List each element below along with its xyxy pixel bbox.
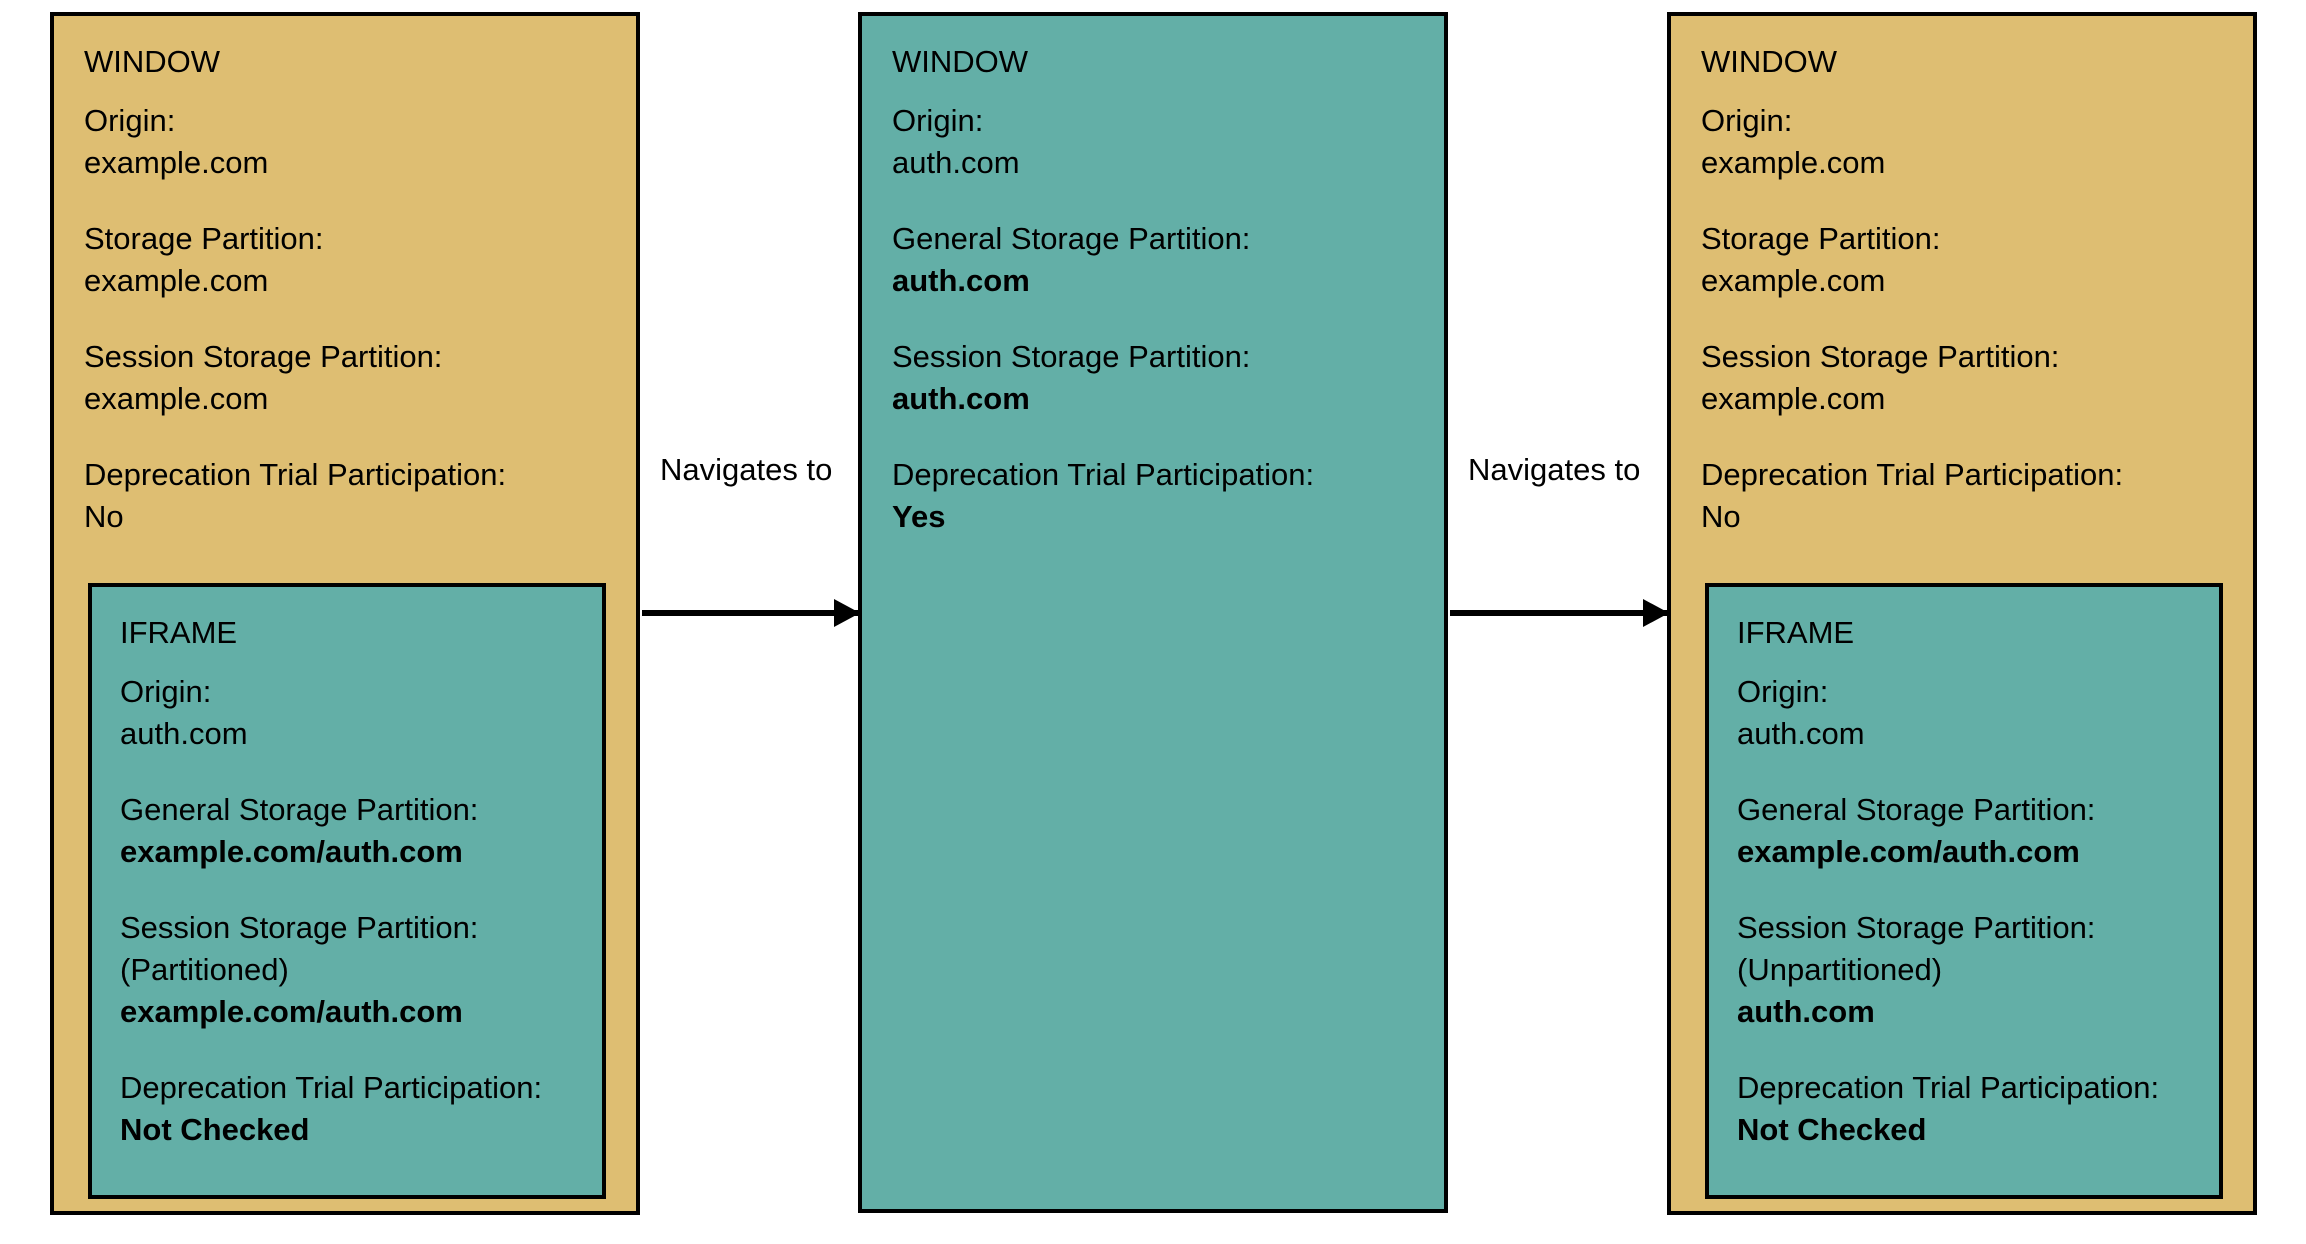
- navigates-to-arrow-1: [642, 599, 860, 627]
- field-label: Deprecation Trial Participation:: [84, 457, 507, 492]
- window-panel-1: WINDOW Origin: example.com Storage Parti…: [50, 12, 640, 1215]
- field-value: auth.com: [1737, 994, 1875, 1029]
- field-value: example.com: [1701, 145, 1886, 180]
- field-value: auth.com: [892, 381, 1030, 416]
- field-label: Session Storage Partition:: [892, 339, 1251, 374]
- field-label: Deprecation Trial Participation:: [120, 1070, 543, 1105]
- field-value: Not Checked: [120, 1112, 310, 1147]
- field-session-storage-partition: Session Storage Partition: auth.com: [892, 336, 1314, 420]
- iframe-box-panel-1: IFRAME Origin: auth.com General Storage …: [88, 583, 606, 1199]
- panel-1-window-fields: Origin: example.com Storage Partition: e…: [84, 100, 506, 538]
- field-value: example.com/auth.com: [1737, 834, 2080, 869]
- field-label: Session Storage Partition:: [120, 910, 479, 945]
- field-label: Origin:: [1737, 674, 1829, 709]
- field-deprecation-trial-participation: Deprecation Trial Participation: No: [84, 454, 506, 538]
- arrow-head-icon: [1643, 599, 1669, 627]
- panel-3-window-title: WINDOW: [1701, 44, 1838, 79]
- field-label: General Storage Partition:: [1737, 792, 2096, 827]
- field-label: Deprecation Trial Participation:: [1701, 457, 2124, 492]
- field-session-storage-partition: Session Storage Partition: (Partitioned)…: [120, 907, 542, 1033]
- field-origin: Origin: example.com: [84, 100, 506, 184]
- field-value: example.com: [1701, 381, 1886, 416]
- field-general-storage-partition: General Storage Partition: example.com/a…: [1737, 789, 2159, 873]
- field-origin: Origin: example.com: [1701, 100, 2123, 184]
- field-value: auth.com: [1737, 716, 1865, 751]
- field-origin: Origin: auth.com: [1737, 671, 2159, 755]
- panel-1-iframe-title: IFRAME: [120, 615, 238, 650]
- field-value: example.com/auth.com: [120, 834, 463, 869]
- field-label: Storage Partition:: [1701, 221, 1941, 256]
- field-session-storage-partition: Session Storage Partition: (Unpartitione…: [1737, 907, 2159, 1033]
- field-label: General Storage Partition:: [120, 792, 479, 827]
- field-label: Session Storage Partition:: [1737, 910, 2096, 945]
- window-panel-2: WINDOW Origin: auth.com General Storage …: [858, 12, 1448, 1213]
- field-value: Yes: [892, 499, 946, 534]
- panel-2-window-title: WINDOW: [892, 44, 1029, 79]
- field-general-storage-partition: General Storage Partition: example.com/a…: [120, 789, 542, 873]
- field-origin: Origin: auth.com: [120, 671, 542, 755]
- field-label: Deprecation Trial Participation:: [1737, 1070, 2160, 1105]
- window-panel-3: WINDOW Origin: example.com Storage Parti…: [1667, 12, 2257, 1215]
- arrow-head-icon: [834, 599, 860, 627]
- panel-1-window-title: WINDOW: [84, 44, 221, 79]
- field-value: example.com: [84, 381, 269, 416]
- field-label: Storage Partition:: [84, 221, 324, 256]
- arrow-1-label: Navigates to: [660, 452, 833, 487]
- field-value: example.com: [84, 263, 269, 298]
- field-storage-partition: Storage Partition: example.com: [84, 218, 506, 302]
- field-value: Not Checked: [1737, 1112, 1927, 1147]
- field-value: auth.com: [120, 716, 248, 751]
- field-deprecation-trial-participation: Deprecation Trial Participation: Not Che…: [1737, 1067, 2159, 1151]
- field-label: Origin:: [892, 103, 984, 138]
- panel-3-iframe-fields: Origin: auth.com General Storage Partiti…: [1737, 671, 2159, 1151]
- field-general-storage-partition: General Storage Partition: auth.com: [892, 218, 1314, 302]
- field-sublabel: (Unpartitioned): [1737, 952, 1943, 987]
- field-deprecation-trial-participation: Deprecation Trial Participation: Yes: [892, 454, 1314, 538]
- panel-1-iframe-fields: Origin: auth.com General Storage Partiti…: [120, 671, 542, 1151]
- field-value: No: [84, 499, 124, 534]
- field-value: example.com: [84, 145, 269, 180]
- arrow-shaft: [1450, 610, 1667, 616]
- field-label: Session Storage Partition:: [1701, 339, 2060, 374]
- navigates-to-arrow-2: [1450, 599, 1669, 627]
- field-value: example.com/auth.com: [120, 994, 463, 1029]
- field-sublabel: (Partitioned): [120, 952, 289, 987]
- panel-2-window-fields: Origin: auth.com General Storage Partiti…: [892, 100, 1314, 538]
- field-value: auth.com: [892, 145, 1020, 180]
- field-value: auth.com: [892, 263, 1030, 298]
- field-value: example.com: [1701, 263, 1886, 298]
- field-label: Origin:: [1701, 103, 1793, 138]
- panel-3-window-fields: Origin: example.com Storage Partition: e…: [1701, 100, 2123, 538]
- field-label: Session Storage Partition:: [84, 339, 443, 374]
- panel-3-iframe-title: IFRAME: [1737, 615, 1855, 650]
- field-label: General Storage Partition:: [892, 221, 1251, 256]
- field-deprecation-trial-participation: Deprecation Trial Participation: No: [1701, 454, 2123, 538]
- field-session-storage-partition: Session Storage Partition: example.com: [84, 336, 506, 420]
- field-value: No: [1701, 499, 1741, 534]
- iframe-box-panel-3: IFRAME Origin: auth.com General Storage …: [1705, 583, 2223, 1199]
- field-session-storage-partition: Session Storage Partition: example.com: [1701, 336, 2123, 420]
- field-deprecation-trial-participation: Deprecation Trial Participation: Not Che…: [120, 1067, 542, 1151]
- field-storage-partition: Storage Partition: example.com: [1701, 218, 2123, 302]
- arrow-shaft: [642, 610, 858, 616]
- field-label: Deprecation Trial Participation:: [892, 457, 1315, 492]
- field-label: Origin:: [120, 674, 212, 709]
- field-label: Origin:: [84, 103, 176, 138]
- arrow-2-label: Navigates to: [1468, 452, 1641, 487]
- field-origin: Origin: auth.com: [892, 100, 1314, 184]
